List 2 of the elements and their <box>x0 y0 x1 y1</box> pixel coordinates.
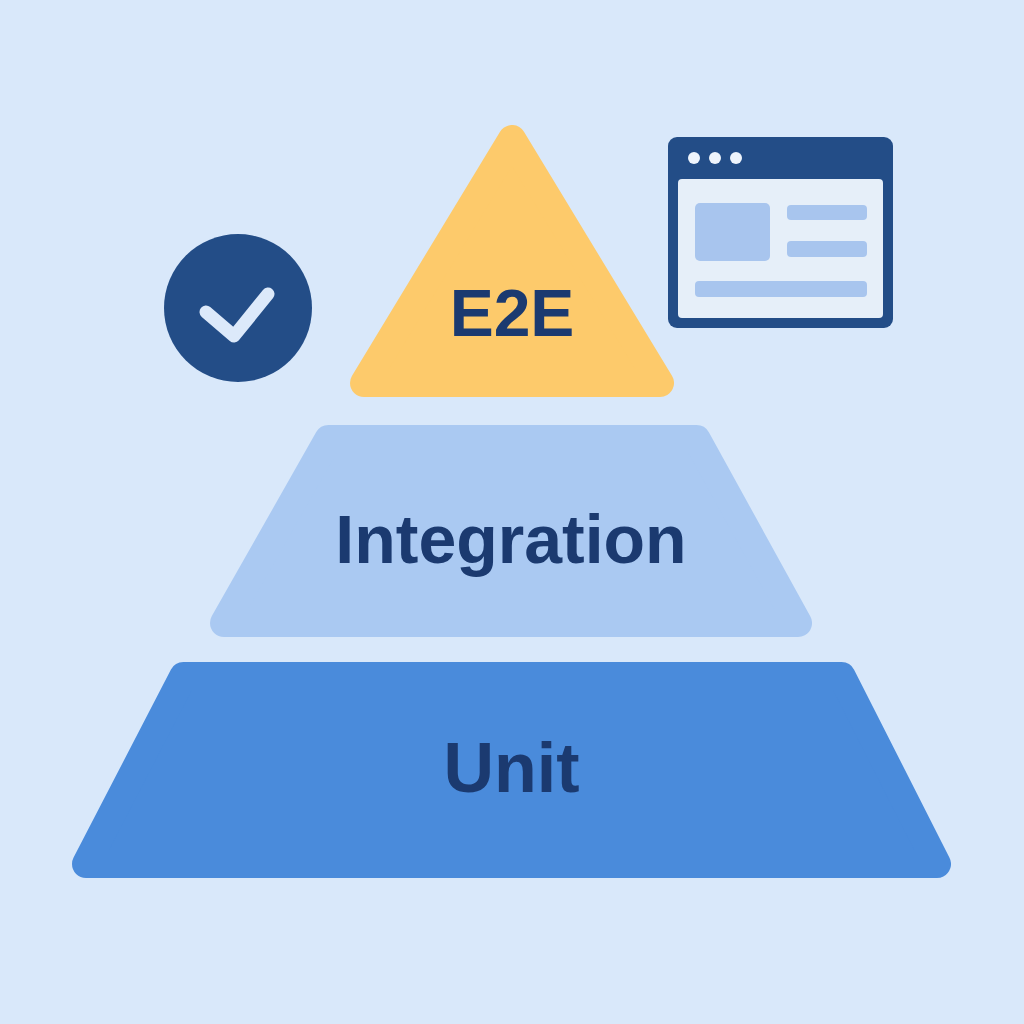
layer-label: Unit <box>443 732 580 803</box>
layer-label: E2E <box>449 279 575 346</box>
